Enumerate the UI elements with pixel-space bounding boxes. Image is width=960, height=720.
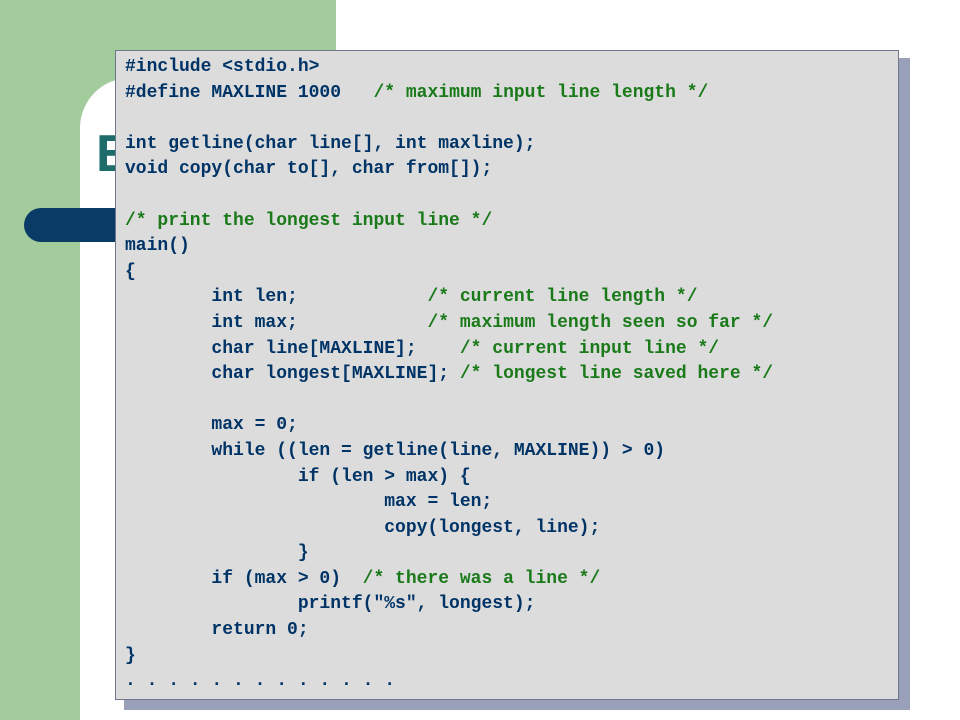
code-line: . . . . . . . . . . . . . [125,669,773,695]
code-text: void copy(char to[], char from[]); [125,159,493,180]
code-comment: /* maximum length seen so far */ [427,312,774,333]
code-text: if (len > max) { [125,466,471,487]
code-text: #define MAXLINE 1000 [125,82,374,103]
code-line [125,183,773,209]
code-text: #include <stdio.h> [125,57,320,77]
code-line: max = 0; [125,413,773,439]
code-comment: /* maximum input line length */ [373,82,709,103]
code-line [125,106,773,132]
code-comment: /* current input line */ [459,338,720,359]
code-line: copy(longest, line); [125,516,773,542]
code-comment: /* there was a line */ [362,568,601,589]
code-line: int max; /* maximum length seen so far *… [125,311,773,337]
code-line: } [125,541,773,567]
code-line: #include <stdio.h> [125,55,773,81]
left-green-strip [0,0,80,720]
code-text: { [125,261,136,282]
code-line: if (len > max) { [125,465,773,491]
code-text: } [125,645,136,666]
code-line: { [125,260,773,286]
code-comment: /* longest line saved here */ [459,364,774,385]
code-line: void copy(char to[], char from[]); [125,157,773,183]
code-text: copy(longest, line); [125,517,601,538]
code-text: int len; [125,287,428,308]
code-line [125,388,773,414]
code-line: char line[MAXLINE]; /* current input lin… [125,337,773,363]
code-line: #define MAXLINE 1000 /* maximum input li… [125,81,773,107]
code-line: } [125,644,773,670]
code-text: max = len; [125,492,493,513]
code-comment: /* print the longest input line */ [125,210,493,231]
code-text: char line[MAXLINE]; [125,338,460,359]
code-line: return 0; [125,618,773,644]
code-line: int len; /* current line length */ [125,285,773,311]
code-line: char longest[MAXLINE]; /* longest line s… [125,362,773,388]
code-text: int max; [125,312,428,333]
code-text: . . . . . . . . . . . . . [125,671,396,692]
code-comment: /* current line length */ [427,287,698,308]
code-line: max = len; [125,490,773,516]
code-text: main() [125,236,190,257]
code-line: /* print the longest input line */ [125,209,773,235]
code-text: } [125,543,309,564]
code-text: if (max > 0) [125,568,363,589]
code-block: #include <stdio.h> #define MAXLINE 1000 /… [125,55,773,695]
code-text: int getline(char line[], int maxline); [125,133,536,154]
code-line: printf("%s", longest); [125,592,773,618]
code-text: while ((len = getline(line, MAXLINE)) > … [125,440,666,461]
code-text: max = 0; [125,415,298,436]
code-line: int getline(char line[], int maxline); [125,132,773,158]
code-text: return 0; [125,620,309,641]
code-line: main() [125,234,773,260]
code-box [115,50,899,700]
code-text: char longest[MAXLINE]; [125,364,460,385]
code-line: if (max > 0) /* there was a line */ [125,567,773,593]
code-text: printf("%s", longest); [125,594,536,615]
code-line: while ((len = getline(line, MAXLINE)) > … [125,439,773,465]
